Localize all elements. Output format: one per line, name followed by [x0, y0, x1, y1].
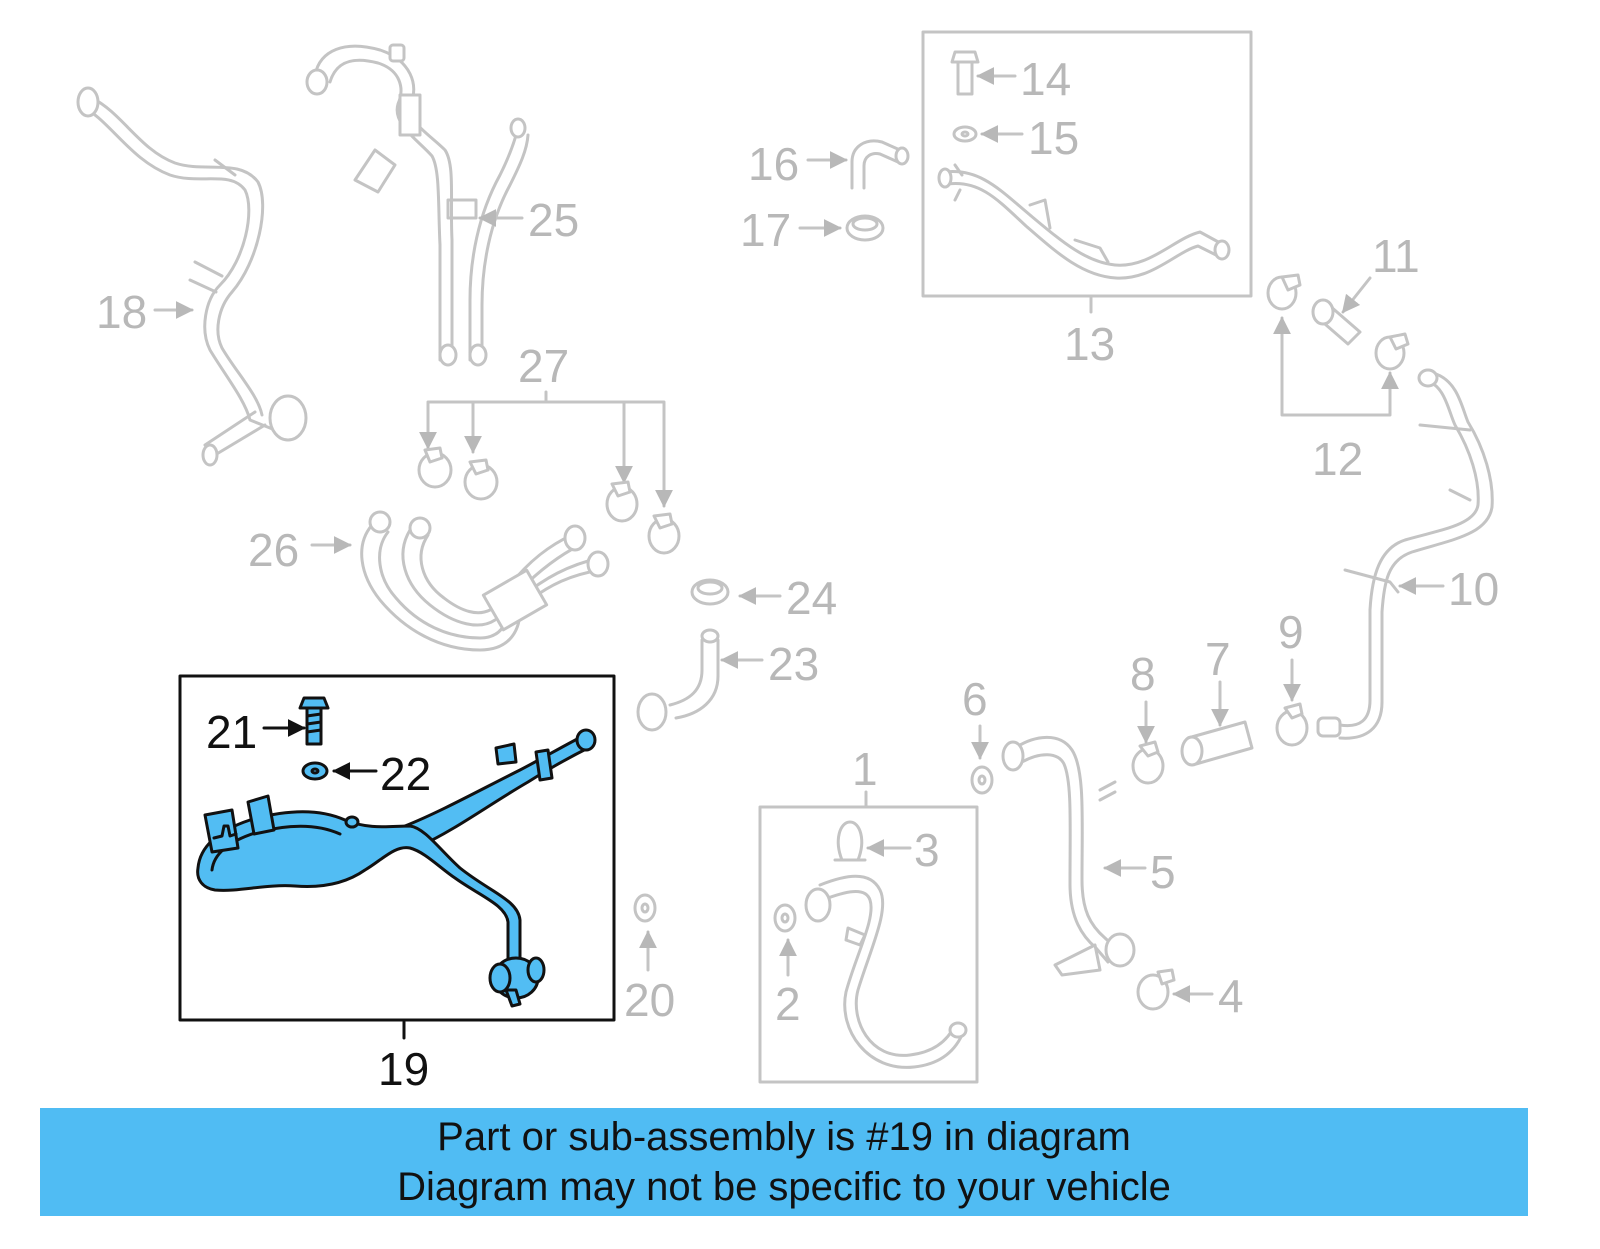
callout-2: 2: [775, 978, 801, 1030]
callout-16: 16: [748, 138, 799, 190]
leader-11: [1341, 276, 1372, 314]
callout-12: 12: [1312, 433, 1363, 485]
callout-14: 14: [1020, 53, 1071, 105]
callout-5: 5: [1150, 846, 1176, 898]
callout-21: 21: [206, 706, 257, 758]
part-15-washer[interactable]: [952, 125, 978, 143]
callout-10: 10: [1448, 563, 1499, 615]
callout-9: 9: [1278, 606, 1304, 658]
part-12-clamp-b[interactable]: [1374, 332, 1410, 371]
part-13-box: [921, 30, 1253, 298]
banner-line-2: Diagram may not be specific to your vehi…: [397, 1165, 1171, 1209]
part-17-clamp[interactable]: [845, 214, 885, 242]
callout-18: 18: [96, 286, 147, 338]
part-9-clamp[interactable]: [1275, 702, 1309, 747]
callout-23: 23: [768, 638, 819, 690]
part-19-pipe-assembly[interactable]: [196, 728, 597, 1008]
part-12-clamp-a[interactable]: [1266, 273, 1302, 311]
callout-26: 26: [248, 524, 299, 576]
part-25-hose[interactable]: [305, 43, 530, 367]
info-banner: Part or sub-assembly is #19 in diagram D…: [40, 1108, 1528, 1216]
part-19-box: [178, 674, 616, 1022]
part-10-pipe[interactable]: [1316, 368, 1494, 740]
callout-3: 3: [914, 824, 940, 876]
callout-11: 11: [1372, 230, 1420, 282]
part-6-washer[interactable]: [970, 765, 994, 795]
callout-27: 27: [518, 340, 569, 392]
callout-17: 17: [740, 204, 791, 256]
leader-12: [1280, 318, 1392, 417]
part-16-hose[interactable]: [850, 139, 910, 190]
part-3-clip[interactable]: [833, 820, 867, 862]
callout-7: 7: [1205, 633, 1231, 685]
callout-13: 13: [1064, 318, 1115, 370]
part-1-box: [758, 805, 979, 1084]
callout-19: 19: [378, 1043, 429, 1095]
callout-25: 25: [528, 194, 579, 246]
callout-20: 20: [624, 974, 675, 1026]
part-4-clamp[interactable]: [1136, 968, 1176, 1011]
part-20-washer[interactable]: [633, 893, 657, 923]
part-27-clamps[interactable]: [417, 446, 681, 555]
part-26-hose[interactable]: [360, 510, 610, 652]
callout-6: 6: [962, 673, 988, 725]
part-1-hose[interactable]: [804, 874, 968, 1069]
part-18-hose[interactable]: [76, 86, 308, 467]
part-8-clamp[interactable]: [1131, 740, 1165, 785]
part-14-bolt[interactable]: [950, 50, 980, 96]
callout-4: 4: [1218, 970, 1244, 1022]
part-7-hose[interactable]: [1180, 720, 1254, 767]
part-13-pipe[interactable]: [937, 163, 1231, 280]
part-21-bolt[interactable]: [298, 696, 330, 746]
callout-15: 15: [1028, 112, 1079, 164]
part-2-washer[interactable]: [773, 903, 797, 933]
callout-1: 1: [852, 743, 878, 795]
part-22-washer[interactable]: [301, 761, 329, 781]
callout-22: 22: [380, 748, 431, 800]
banner-line-1: Part or sub-assembly is #19 in diagram: [437, 1115, 1131, 1159]
leader-27: [426, 390, 666, 502]
part-24-clamp[interactable]: [690, 578, 730, 606]
callout-24: 24: [786, 572, 837, 624]
part-5-hose[interactable]: [1001, 735, 1136, 977]
part-23-hose[interactable]: [636, 628, 720, 732]
part-11-hose[interactable]: [1311, 298, 1362, 346]
callout-8: 8: [1130, 648, 1156, 700]
